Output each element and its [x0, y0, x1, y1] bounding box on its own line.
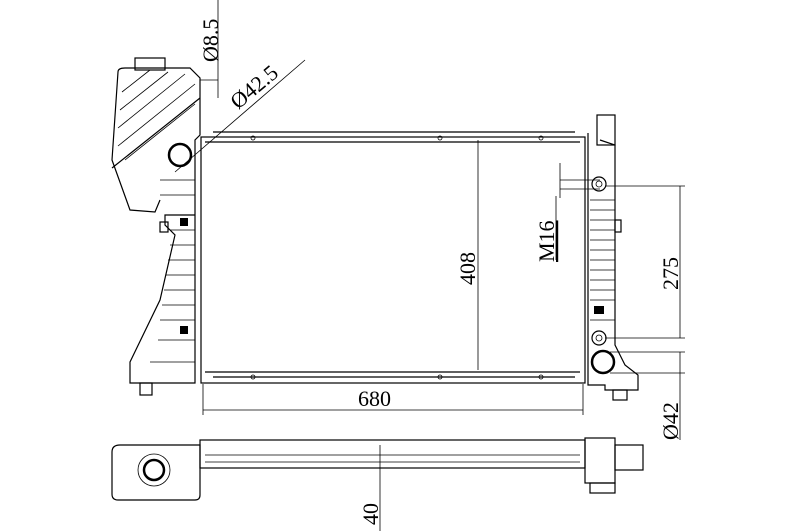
bottom-view [111, 437, 644, 531]
outlet-tank [587, 114, 639, 401]
outlet-diameter-label: Ø42 [658, 402, 683, 440]
mount-spacing-label: 275 [658, 257, 683, 290]
radiator-core [200, 131, 586, 384]
core-height-label: 408 [455, 252, 480, 285]
depth-label: 40 [358, 503, 383, 525]
thread-label: M16 [534, 220, 559, 262]
hole-diameter-label: Ø8.5 [198, 19, 223, 62]
core-width-label: 680 [358, 386, 391, 411]
expansion-tank [111, 57, 201, 396]
dimension-lines [174, 0, 685, 440]
